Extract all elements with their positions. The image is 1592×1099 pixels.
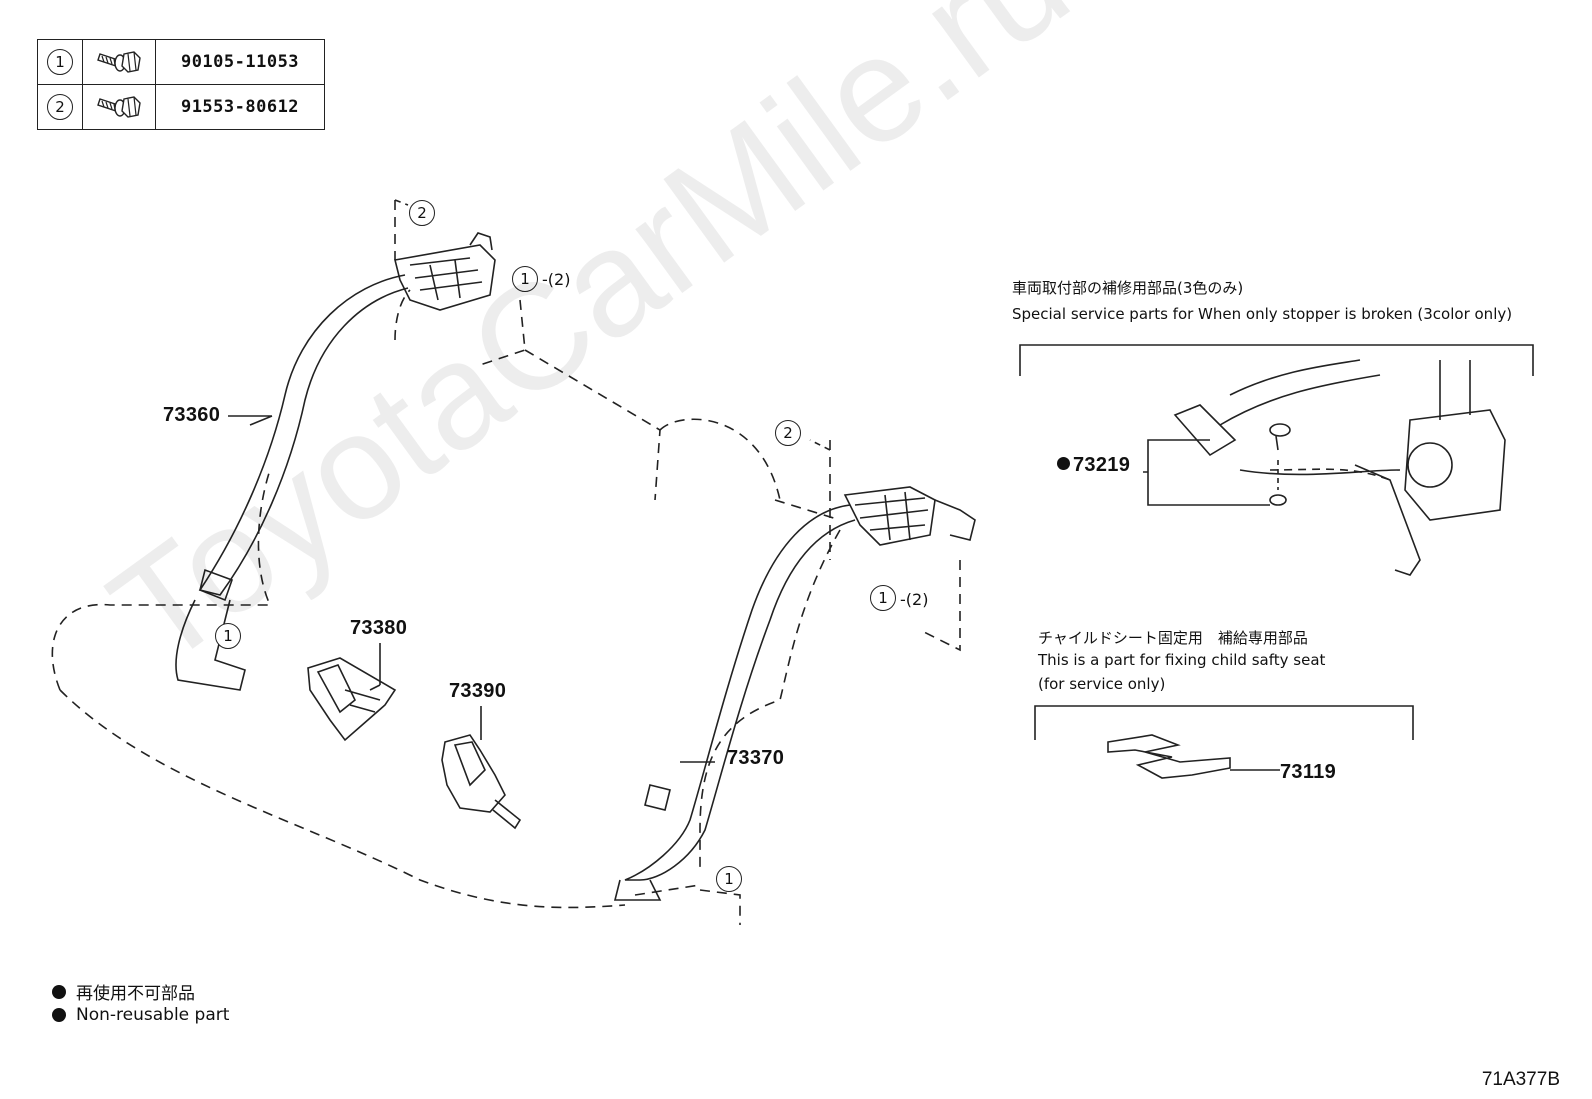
callout-ref-1: 1 xyxy=(512,266,538,292)
non-reusable-dot xyxy=(52,1008,66,1022)
non-reusable-dot xyxy=(52,984,66,999)
child-seat-line1: This is a part for fixing child safty se… xyxy=(1038,651,1326,669)
belt-73370 xyxy=(624,504,856,881)
anchor-73119 xyxy=(1107,734,1231,779)
special-service-title-en: Special service parts for When only stop… xyxy=(1012,305,1513,323)
callout-ref-1: 1 xyxy=(215,623,241,649)
label-73219: 73219 xyxy=(1057,454,1130,477)
label-73360: 73360 xyxy=(163,404,221,426)
ref-number: 1 xyxy=(47,49,73,75)
legend-en: Non-reusable part xyxy=(52,1005,229,1025)
retractor-left xyxy=(394,244,496,311)
child-seat-title-ja: チャイルドシート固定用 補給専用部品 xyxy=(1038,629,1308,647)
part-number: 91553-80612 xyxy=(155,84,325,130)
special-service-title-ja: 車両取付部の補修用部品(3色のみ) xyxy=(1012,279,1244,297)
callout-ref-1: 1 xyxy=(870,585,896,611)
seat-outline xyxy=(634,440,961,925)
belt-73360 xyxy=(198,274,409,596)
callout-suffix: -(2) xyxy=(542,270,571,289)
callout-suffix: -(2) xyxy=(900,590,929,609)
legend-ja: 再使用不可部品 xyxy=(52,979,195,1004)
buckle-73380 xyxy=(307,657,397,742)
bolt-icon xyxy=(97,51,141,73)
label-73119: 73119 xyxy=(1280,761,1337,783)
callout-ref-2: 2 xyxy=(775,420,801,446)
bolt-icon xyxy=(97,96,141,118)
non-reusable-dot xyxy=(1057,457,1070,470)
label-73380: 73380 xyxy=(350,617,408,639)
callout-ref-2: 2 xyxy=(409,200,435,226)
fastener-table: 1 90105-11053 2 91553-80612 xyxy=(37,39,325,130)
child-seat-line2: (for service only) xyxy=(1038,675,1166,693)
table-row: 1 90105-11053 xyxy=(37,39,325,85)
retractor-right xyxy=(843,486,936,546)
buckle-73390 xyxy=(441,734,506,813)
table-row: 2 91553-80612 xyxy=(37,84,325,130)
diagram-code: 71A377B xyxy=(1481,1069,1560,1090)
part-number: 90105-11053 xyxy=(155,39,325,85)
label-73370: 73370 xyxy=(727,747,785,769)
seat-outline xyxy=(51,200,781,909)
ref-number: 2 xyxy=(47,94,73,120)
label-73390: 73390 xyxy=(449,680,507,702)
callout-ref-1: 1 xyxy=(716,866,742,892)
stopper-part xyxy=(1173,404,1237,457)
